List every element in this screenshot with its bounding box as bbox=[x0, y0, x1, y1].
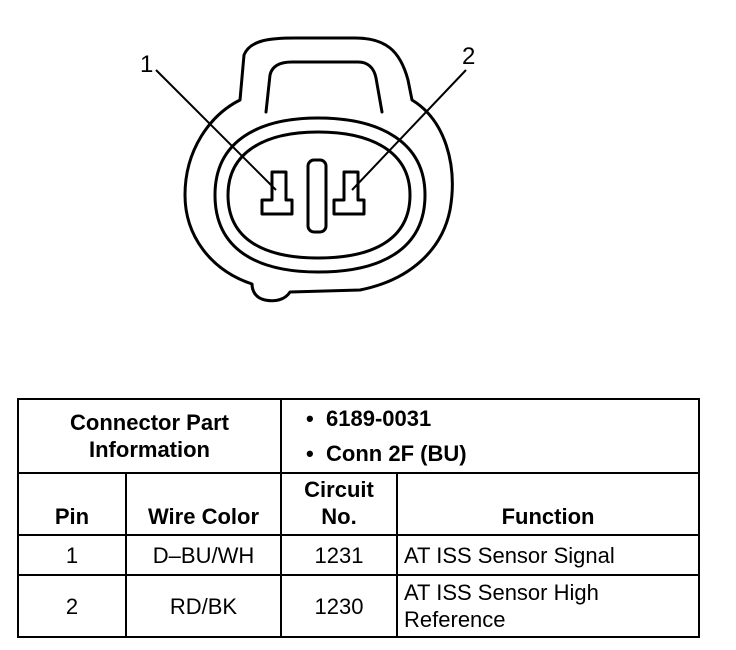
connector-seal-outer bbox=[213, 116, 427, 274]
connector-diagram: 1 2 bbox=[140, 36, 475, 303]
terminal-1 bbox=[260, 170, 294, 216]
table-row: 1 D–BU/WH 1231 AT ISS Sensor Signal bbox=[17, 534, 701, 576]
connector-latch bbox=[264, 60, 384, 114]
pin-1-label: 1 bbox=[140, 51, 153, 78]
pin-1-leader-line bbox=[155, 69, 277, 191]
connector-housing bbox=[183, 36, 454, 303]
row-1-function: AT ISS Sensor Signal bbox=[396, 534, 701, 576]
center-rib bbox=[306, 158, 328, 234]
header-wire-color: Wire Color bbox=[124, 472, 283, 536]
row-1-wire-color: D–BU/WH bbox=[124, 534, 283, 576]
row-1-circuit: 1231 bbox=[280, 534, 399, 576]
table-row: 2 RD/BK 1230 AT ISS Sensor High Referenc… bbox=[17, 574, 701, 638]
row-1-pin: 1 bbox=[17, 534, 127, 576]
row-2-pin: 2 bbox=[17, 574, 127, 638]
row-2-function: AT ISS Sensor High Reference bbox=[396, 574, 701, 638]
connector-cavity bbox=[226, 130, 412, 260]
pin-2-label: 2 bbox=[462, 43, 475, 70]
row-2-circuit: 1230 bbox=[280, 574, 399, 638]
terminal-2 bbox=[332, 170, 366, 216]
part-info-values: •6189-0031 •Conn 2F (BU) bbox=[280, 398, 701, 474]
part-number: •6189-0031 bbox=[306, 406, 432, 431]
header-function: Function bbox=[396, 472, 701, 536]
header-pin: Pin bbox=[17, 472, 127, 536]
connector-description: •Conn 2F (BU) bbox=[306, 441, 467, 466]
part-info-label: Connector Part Information bbox=[16, 398, 283, 474]
connector-info-table: Connector Part Information •6189-0031 •C… bbox=[16, 398, 701, 638]
pin-2-leader-line bbox=[351, 69, 467, 191]
header-circuit: Circuit No. bbox=[280, 472, 399, 536]
row-2-wire-color: RD/BK bbox=[124, 574, 283, 638]
